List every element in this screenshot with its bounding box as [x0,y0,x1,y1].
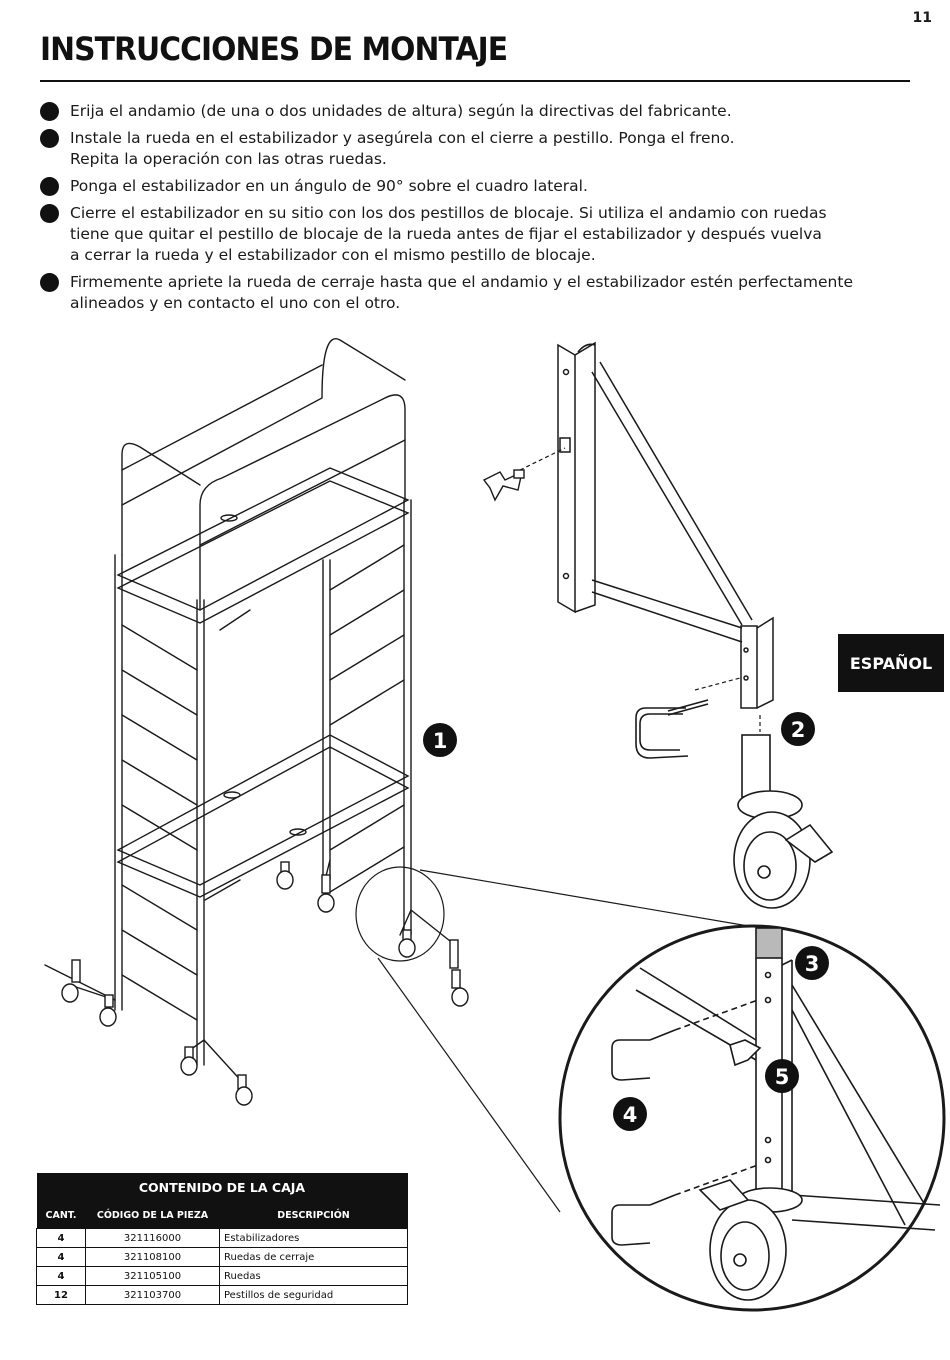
bullet-icon [40,273,59,292]
column-header-description: DESCRIPCIÓN [219,1202,408,1229]
instruction-line: Ponga el estabilizador en un ángulo de 9… [70,177,588,195]
step-5-number: 5 [775,1065,790,1089]
language-tab: ESPAÑOL [838,634,944,692]
instruction-line: Cierre el estabilizador en su sitio con … [70,204,827,222]
step-markers: 1 2 3 4 5 [423,712,829,1131]
step-1-marker: 1 [423,723,457,757]
instruction-item: Cierre el estabilizador en su sitio con … [40,203,880,266]
instruction-item: Erija el andamio (de una o dos unidades … [40,101,880,122]
part-code-cell: 321116000 [85,1228,220,1248]
instruction-item: Ponga el estabilizador en un ángulo de 9… [40,176,880,197]
instruction-line: a cerrar la rueda y el estabilizador con… [70,246,596,264]
column-header-part-code: CÓDIGO DE LA PIEZA [85,1202,220,1229]
stabilizer-arm-drawing [557,341,774,709]
scaffold-tower-drawing [44,338,456,1086]
step-2-number: 2 [791,718,806,742]
part-code-cell: 321103700 [85,1285,220,1305]
bullet-icon [40,177,59,196]
safety-pin-drawing [635,699,709,759]
instruction-line: Repita la operación con las otras ruedas… [70,150,387,168]
quantity-cell: 12 [36,1285,86,1305]
table-row: 4 321108100 Ruedas de cerraje [36,1247,408,1267]
caster-wheels-drawing [61,861,469,1106]
instruction-line: alineados y en contacto el uno con el ot… [70,294,401,312]
zoom-detail-drawing [558,924,946,1312]
detail-callout-lines [355,447,761,1213]
bullet-icon [40,102,59,121]
step-3-marker: 3 [795,946,829,980]
step-3-number: 3 [805,952,820,976]
description-cell: Estabilizadores [219,1228,408,1248]
page-number: 11 [912,10,932,26]
quantity-cell: 4 [36,1247,86,1267]
step-2-marker: 2 [781,712,815,746]
bullet-icon [40,129,59,148]
step-1-number: 1 [433,729,448,753]
table-row: 4 321105100 Ruedas [36,1266,408,1286]
instruction-list: Erija el andamio (de una o dos unidades … [40,101,880,320]
page-title: INSTRUCCIONES DE MONTAJE [40,30,508,68]
wing-knob-drawing [482,469,525,502]
instruction-line: Instale la rueda en el estabilizador y a… [70,129,735,147]
instruction-item: Instale la rueda en el estabilizador y a… [40,128,880,170]
description-cell: Ruedas de cerraje [219,1247,408,1267]
instruction-line: Erija el andamio (de una o dos unidades … [70,102,732,120]
box-contents-table: CONTENIDO DE LA CAJA CANT. CÓDIGO DE LA … [36,1173,408,1305]
column-header-quantity: CANT. [36,1202,86,1229]
instruction-line: tiene que quitar el pestillo de blocaje … [70,225,822,243]
instruction-item: Firmemente apriete la rueda de cerraje h… [40,272,880,314]
bullet-icon [40,204,59,223]
title-divider [40,80,910,82]
step-4-number: 4 [623,1103,638,1127]
caster-wheel-large-drawing [733,734,834,909]
table-row: 4 321116000 Estabilizadores [36,1228,408,1248]
description-cell: Ruedas [219,1266,408,1286]
step-5-marker: 5 [765,1059,799,1093]
quantity-cell: 4 [36,1228,86,1248]
step-4-marker: 4 [613,1097,647,1131]
quantity-cell: 4 [36,1266,86,1286]
table-title: CONTENIDO DE LA CAJA [36,1173,408,1202]
instruction-line: Firmemente apriete la rueda de cerraje h… [70,273,853,291]
description-cell: Pestillos de seguridad [219,1285,408,1305]
table-row: 12 321103700 Pestillos de seguridad [36,1285,408,1305]
part-code-cell: 321108100 [85,1247,220,1267]
part-code-cell: 321105100 [85,1266,220,1286]
